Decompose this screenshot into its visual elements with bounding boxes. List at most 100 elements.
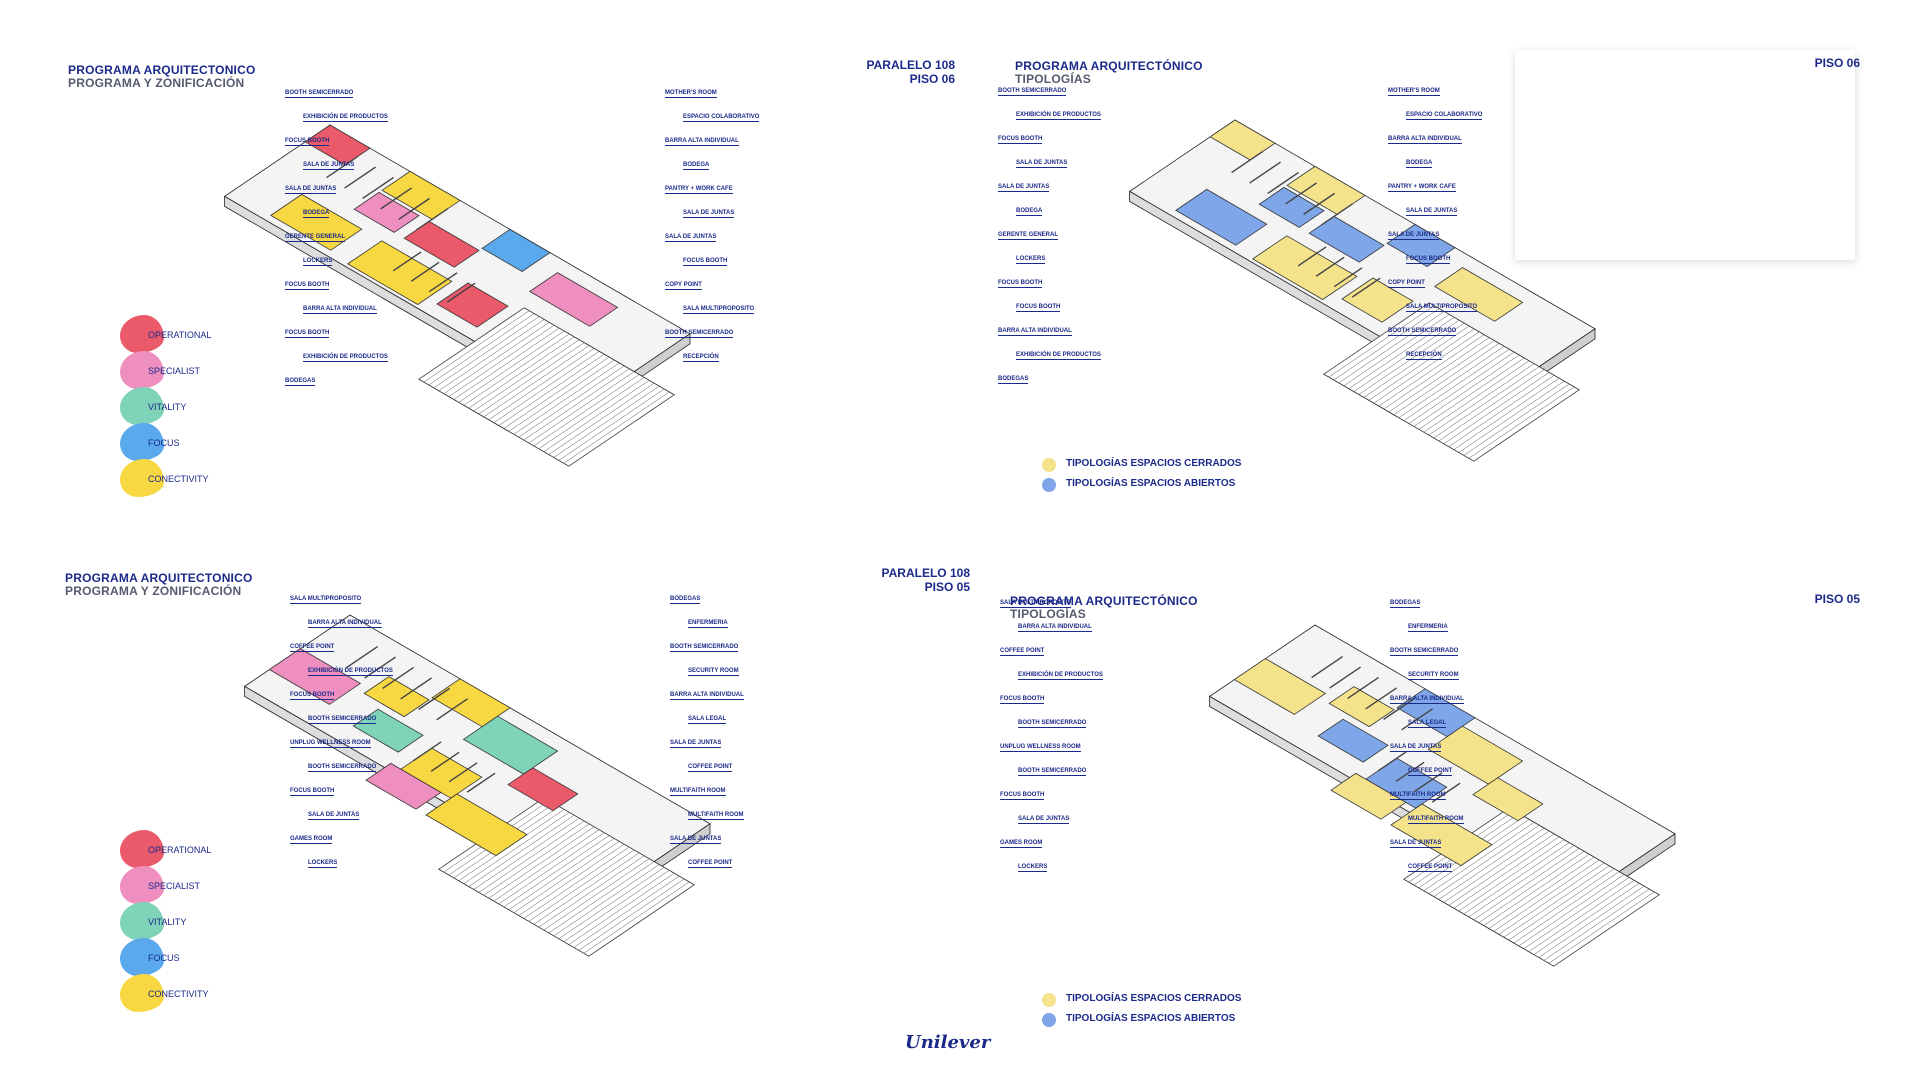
q3-callout-label: GAMES ROOM: [290, 836, 333, 842]
terrace-hatch: [528, 371, 635, 444]
q3-callout-label: ENFERMERIA: [688, 620, 728, 626]
q1-floorplan: [223, 124, 691, 467]
terrace-hatch: [553, 385, 660, 458]
terrace-hatch: [528, 849, 635, 922]
room: [481, 228, 551, 272]
q1-callout-label: FOCUS BOOTH: [683, 258, 728, 264]
terrace-hatch: [573, 875, 680, 948]
q1-callout-label: ESPACIO COLABORATIVO: [683, 114, 760, 120]
legend-conectivity-label: CONECTIVITY: [148, 989, 209, 999]
room: [403, 220, 480, 268]
q3-callout-label: SECURITY ROOM: [688, 668, 739, 674]
q1-callout-label: SALA DE JUNTAS: [665, 234, 717, 240]
terrace-hatch: [1443, 830, 1550, 903]
q2-callout-label: SALA DE JUNTAS: [1406, 208, 1458, 214]
terrace-hatch: [468, 336, 575, 409]
terrace-hatch: [463, 333, 570, 406]
desk-row: [1297, 246, 1327, 267]
q1-floor: PISO 06: [909, 72, 955, 86]
q4-callout-label: SECURITY ROOM: [1408, 672, 1459, 678]
quadrant-piso06-zonificacion: PROGRAMA ARQUITECTONICO PROGRAMA Y ZONIF…: [0, 0, 960, 540]
legend-specialist-swatch: [120, 866, 164, 904]
q1-callout-label: COPY POINT: [665, 282, 702, 288]
desk-row: [1329, 666, 1361, 689]
legend-specialist-swatch: [120, 351, 164, 389]
terrace-hatch: [1528, 880, 1635, 952]
terrace-hatch: [1428, 822, 1535, 894]
closed-label: TIPOLOGÍAS ESPACIOS CERRADOS: [1066, 993, 1242, 1004]
terrace-hatch: [1388, 340, 1495, 413]
terrace-hatch: [1383, 337, 1490, 410]
desk-row: [410, 261, 440, 282]
q1-title: PROGRAMA ARQUITECTONICO PROGRAMA Y ZONIF…: [68, 64, 256, 90]
q4-callout-label: BOOTH SEMICERRADO: [1018, 720, 1087, 726]
desk-row: [1365, 687, 1397, 710]
q4-callout-label: EXHIBICIÓN DE PRODUCTOS: [1018, 672, 1103, 678]
desk-row: [428, 272, 458, 293]
q2-callout-label: EXHIBICIÓN DE PRODUCTOS: [1016, 352, 1101, 358]
q1-title-sub: PROGRAMA Y ZONIFICACIÓN: [68, 76, 245, 90]
room: [1317, 718, 1389, 763]
terrace-hatch: [473, 339, 580, 412]
terrace-hatch: [463, 812, 570, 884]
terrace-hatch: [548, 861, 655, 934]
q4-callout-label: COFFEE POINT: [1000, 648, 1045, 654]
desk-row: [344, 166, 376, 189]
terrace-hatch: [428, 313, 535, 386]
q2-callout-label: BOOTH SEMICERRADO: [998, 88, 1067, 94]
legend-vitality-swatch: [120, 387, 164, 425]
q3-callout-label: BARRA ALTA INDIVIDUAL: [308, 620, 382, 626]
legend-conectivity-swatch: [120, 974, 164, 1012]
terrace-hatch: [423, 310, 530, 383]
q4-callout-label: SALA DE JUNTAS: [1390, 744, 1442, 750]
terrace-hatch: [523, 368, 630, 441]
terrace-hatch: [443, 322, 550, 394]
q1-callout-label: SALA DE JUNTAS: [303, 162, 355, 168]
q1-callout-label: EXHIBICIÓN DE PRODUCTOS: [303, 354, 388, 360]
terrace-hatch: [558, 388, 665, 461]
terrace-hatch: [1338, 311, 1445, 384]
q4-callout-label: MULTIFAITH ROOM: [1408, 816, 1464, 822]
room: [346, 240, 453, 305]
terrace-hatch: [1433, 366, 1540, 439]
room: [365, 762, 442, 810]
terrace-hatch: [1368, 328, 1475, 401]
terrace-hatch: [1553, 894, 1660, 967]
terrace-hatch: [493, 829, 600, 902]
terrace-hatch: [478, 820, 585, 893]
terrace-hatch: [513, 841, 620, 913]
terrace-hatch: [1538, 885, 1645, 958]
q2-callout-label: FOCUS BOOTH: [998, 280, 1043, 286]
terrace-hatch: [513, 362, 620, 435]
terrace-hatch: [1468, 386, 1575, 459]
desk-row: [362, 176, 394, 200]
q3-callout-label: BODEGAS: [670, 596, 701, 602]
desk-row: [1267, 171, 1299, 195]
q2-callout-label: BOOTH SEMICERRADO: [1388, 328, 1457, 334]
legend-operational-label: OPERATIONAL: [148, 845, 212, 855]
terrace-hatch: [498, 832, 605, 905]
q4-callout-label: ENFERMERIA: [1408, 624, 1448, 630]
q1-callout-label: FOCUS BOOTH: [285, 282, 330, 288]
q3-callout-label: SALA LEGAL: [688, 716, 727, 722]
q3-callout-label: BARRA ALTA INDIVIDUAL: [670, 692, 744, 698]
q4-project: PISO 05: [1780, 592, 1860, 606]
terrace-hatch: [1438, 369, 1545, 442]
q2-callout-label: MOTHER'S ROOM: [1388, 88, 1440, 94]
legend-focus-label: FOCUS: [148, 953, 180, 963]
terrace-hatch: [1448, 375, 1555, 447]
terrace-hatch: [1418, 357, 1525, 430]
terrace-hatch: [1408, 351, 1515, 424]
terrace-hatch: [488, 348, 595, 421]
q1-callout-label: BARRA ALTA INDIVIDUAL: [303, 306, 377, 312]
q1-callout-label: LOCKERS: [303, 258, 333, 264]
closed-label: TIPOLOGÍAS ESPACIOS CERRADOS: [1066, 458, 1242, 469]
terrace-hatch: [458, 330, 565, 403]
terrace-hatch: [1473, 389, 1580, 462]
q2-callout-label: FOCUS BOOTH: [1406, 256, 1451, 262]
terrace-hatch: [538, 855, 645, 928]
terrace-hatch: [1453, 836, 1560, 909]
desk-row: [400, 677, 432, 700]
room: [528, 272, 619, 327]
q4-callout-label: BODEGAS: [1390, 600, 1421, 606]
